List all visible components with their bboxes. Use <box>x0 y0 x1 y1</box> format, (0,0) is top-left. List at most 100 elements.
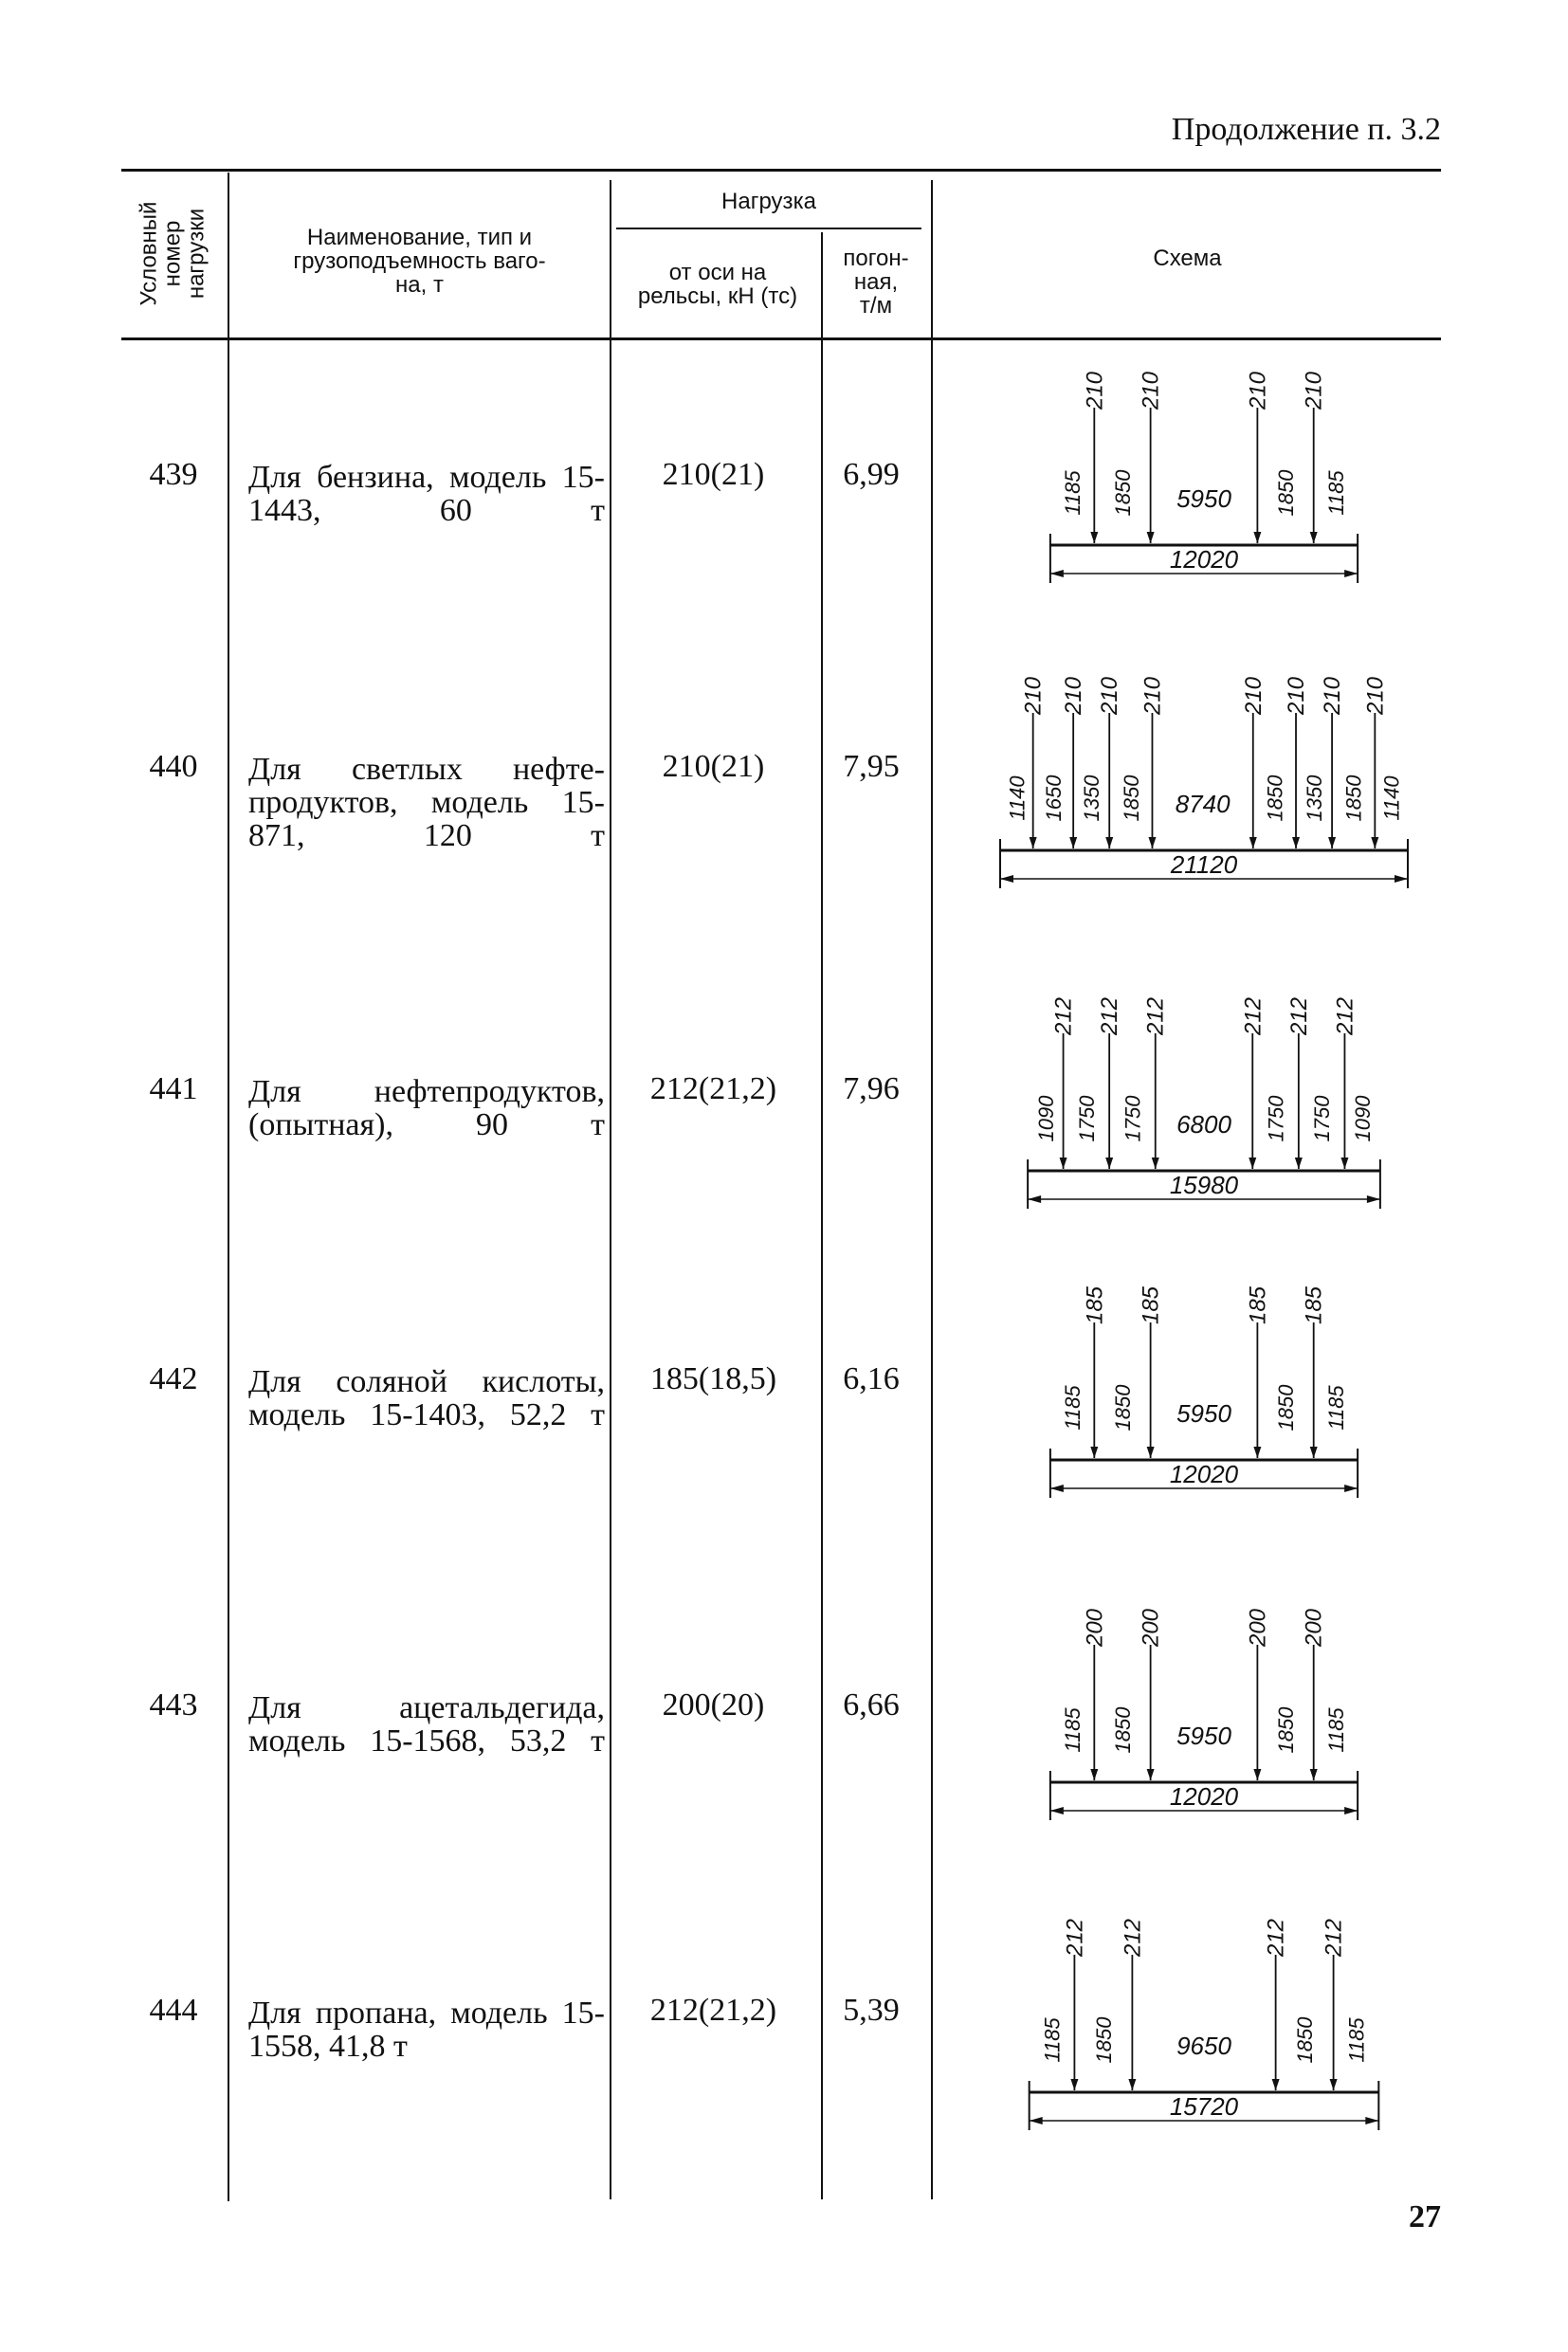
row-name: Для ацетальдегида, модель 15-1568, 53,2 … <box>248 1690 605 1759</box>
scheme-arrow-head <box>1146 1447 1155 1458</box>
scheme-spacing: 1850 <box>1274 469 1298 517</box>
scheme-arrow-head <box>1090 1447 1099 1458</box>
scheme-spacing: 1185 <box>1344 2017 1368 2063</box>
scheme-total-length: 12020 <box>1170 545 1239 574</box>
scheme-arrow-head <box>1146 1769 1155 1780</box>
col-divider-1 <box>228 173 229 2201</box>
row-name: Для соляной кислоты, модель 15-1403, 52,… <box>248 1364 605 1432</box>
row-axle-load: 212(21,2) <box>649 1993 777 2028</box>
scheme-arrow-head <box>1069 837 1078 848</box>
scheme-arrow-head <box>1292 837 1301 848</box>
continuation-label: Продолжение п. 3.2 <box>1171 112 1441 147</box>
scheme-spacing: 1140 <box>1380 775 1404 821</box>
scheme-arrow-head <box>1253 1769 1262 1780</box>
scheme-arrow-head <box>1105 837 1114 848</box>
scheme-axle-load: 212 <box>1332 997 1358 1036</box>
scheme-axle-load: 210 <box>1082 371 1107 410</box>
scheme-axle-load: 212 <box>1286 997 1312 1036</box>
scheme-axle-load: 212 <box>1264 1919 1289 1958</box>
scheme-arrow-head <box>1105 1158 1114 1169</box>
scheme-arrow-head <box>1309 1769 1318 1780</box>
scheme-spacing: 5950 <box>1176 1722 1231 1750</box>
scheme-dim-arrow <box>1344 1485 1358 1492</box>
scheme-spacing: 1750 <box>1075 1095 1099 1142</box>
scheme-arrow-head <box>1029 837 1037 848</box>
col-divider-4 <box>931 180 933 2199</box>
scheme-spacing: 1185 <box>1324 470 1348 516</box>
scheme-spacing: 1850 <box>1092 2016 1116 2064</box>
row-axle-load: 210(21) <box>662 457 765 492</box>
scheme-arrow-head <box>1309 1447 1318 1458</box>
scheme-arrow-head <box>1146 532 1155 543</box>
scheme-arrow-head <box>1371 837 1379 848</box>
scheme-axle-load: 212 <box>1322 1919 1347 1958</box>
scheme-axle-load: 210 <box>1245 371 1270 410</box>
scheme-axle-load: 212 <box>1143 997 1169 1036</box>
scheme-spacing: 1350 <box>1080 775 1103 822</box>
scheme-spacing: 1750 <box>1121 1095 1144 1142</box>
header-number: Условный номер нагрузки <box>136 201 210 306</box>
scheme-dim-arrow <box>1049 570 1064 577</box>
scheme-spacing: 1850 <box>1274 1384 1298 1431</box>
header-bottom-rule <box>121 337 1441 340</box>
scheme-spacing: 6800 <box>1176 1110 1231 1139</box>
row-number: 443 <box>149 1687 198 1723</box>
scheme-spacing: 5950 <box>1176 1399 1231 1428</box>
header-axle: от оси на рельсы, кН (тс) <box>637 260 798 309</box>
scheme-arrow-head <box>1309 532 1318 543</box>
scheme-dim-arrow <box>1395 875 1408 883</box>
scheme-axle-load: 210 <box>1021 676 1047 716</box>
scheme-spacing: 1850 <box>1120 775 1143 822</box>
row-number: 441 <box>149 1071 198 1106</box>
scheme-total-length: 21120 <box>1170 850 1238 879</box>
scheme-arrow-head <box>1253 1447 1262 1458</box>
row-name: Для бензина, модель 15-1443, 60 т <box>248 460 605 528</box>
scheme-dim-arrow <box>1344 570 1358 577</box>
scheme-total-length: 15980 <box>1170 1171 1239 1199</box>
scheme-spacing: 1185 <box>1324 1707 1348 1753</box>
row-name: Для нефтепродуктов, (опытная), 90 т <box>248 1074 605 1142</box>
row-linear-load: 6,16 <box>843 1361 900 1396</box>
row-name: Для пропана, модель 15-1558, 41,8 т <box>248 1996 605 2064</box>
page-number: 27 <box>1409 2199 1441 2234</box>
row-name: Для светлых нефте-продуктов, модель 15-8… <box>248 752 605 853</box>
scheme-spacing: 1750 <box>1310 1095 1334 1142</box>
row-axle-load: 210(21) <box>662 749 765 784</box>
scheme-axle-load: 200 <box>1082 1608 1107 1648</box>
scheme-spacing: 1185 <box>1061 1707 1085 1753</box>
scheme-spacing: 1350 <box>1303 775 1326 822</box>
header-load: Нагрузка <box>721 189 816 214</box>
scheme-dim-arrow <box>1344 1807 1358 1814</box>
scheme-spacing: 1850 <box>1111 1384 1135 1431</box>
scheme-axle-load: 185 <box>1302 1285 1327 1324</box>
scheme-axle-load: 212 <box>1051 997 1077 1036</box>
scheme-axle-load: 210 <box>1097 676 1122 716</box>
row-linear-load: 7,95 <box>843 749 900 784</box>
scheme-axle-load: 212 <box>1120 1919 1145 1958</box>
table-top-rule <box>121 169 1441 172</box>
scheme-axle-load: 185 <box>1082 1285 1107 1324</box>
row-axle-load: 185(18,5) <box>649 1361 777 1396</box>
scheme-axle-load: 212 <box>1062 1919 1087 1958</box>
scheme-spacing: 1650 <box>1042 775 1066 822</box>
scheme-spacing: 5950 <box>1176 484 1231 513</box>
scheme-arrow-head <box>1128 2079 1137 2090</box>
scheme-spacing: 1850 <box>1111 469 1135 517</box>
scheme-arrow-head <box>1151 1158 1159 1169</box>
row-number: 439 <box>149 457 198 492</box>
scheme-axle-load: 210 <box>1284 676 1309 716</box>
row-number: 442 <box>149 1361 198 1396</box>
header-name: Наименование, тип и грузоподъемность ваг… <box>293 224 546 298</box>
scheme-axle-load: 200 <box>1245 1608 1270 1648</box>
scheme-total-length: 12020 <box>1170 1782 1239 1811</box>
scheme-arrow-head <box>1249 1158 1257 1169</box>
load-group-rule <box>616 228 921 229</box>
scheme-spacing: 1090 <box>1351 1095 1375 1142</box>
